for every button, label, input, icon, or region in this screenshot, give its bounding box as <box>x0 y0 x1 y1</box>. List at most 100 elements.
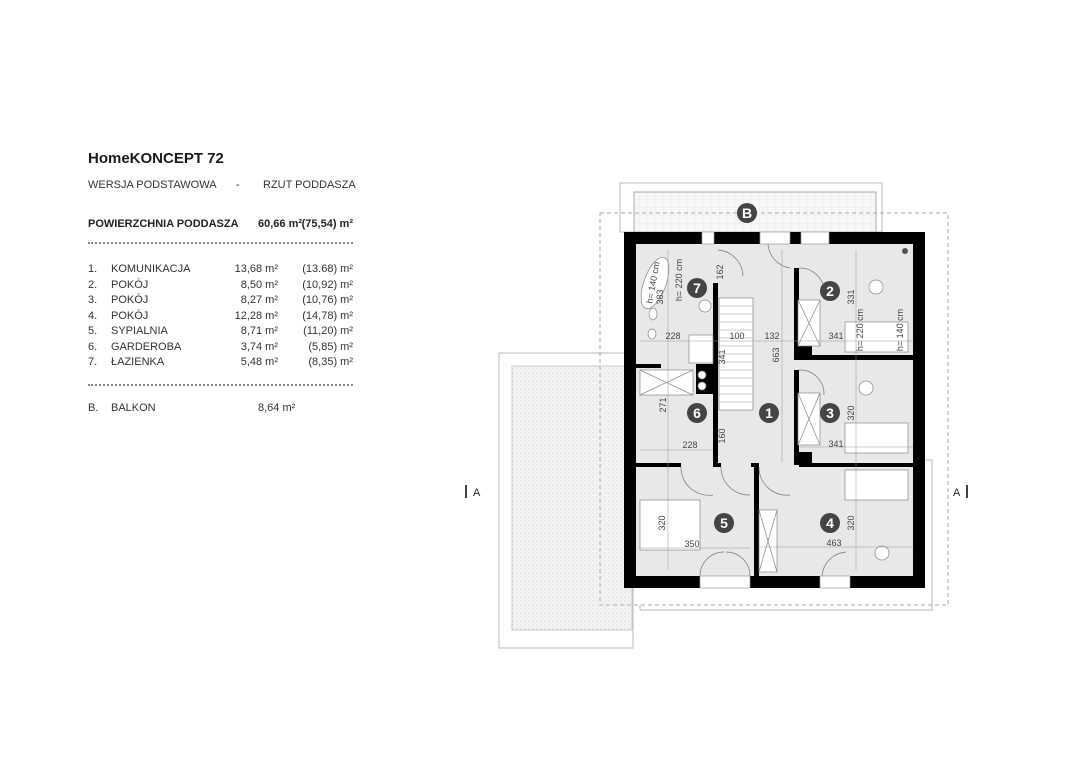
windows <box>699 231 851 589</box>
room-no: 3. <box>88 294 98 306</box>
section-marker-right: A <box>953 485 968 499</box>
height-note: h= 140 cm <box>895 309 905 351</box>
room-marker-2: 2 <box>820 281 840 301</box>
room-area-gross: (10,92) m² <box>302 278 353 291</box>
dim-label: 320 <box>846 405 856 420</box>
dim-label: 341 <box>717 349 727 364</box>
marker-text: 1 <box>765 405 773 421</box>
room-name: KOMUNIKACJA <box>111 263 191 275</box>
room-name: SYPIALNIA <box>111 325 168 337</box>
dim-label: 463 <box>826 538 841 548</box>
balcony-area: 8,64 m² <box>258 402 296 414</box>
marker-text: 4 <box>826 515 834 531</box>
room-area: 12,28 m² <box>234 309 278 322</box>
area-label: POWIERZCHNIA PODDASZA <box>88 218 239 230</box>
room-marker-4: 4 <box>820 513 840 533</box>
marker-text: 3 <box>826 405 834 421</box>
dim-label: 331 <box>846 289 856 304</box>
height-note: h= 220 cm <box>855 309 865 351</box>
section-label: A <box>473 487 481 499</box>
furniture <box>639 257 909 573</box>
room-area-gross: (8,35) m² <box>308 356 353 368</box>
area-gross: (75,54) m² <box>301 218 353 230</box>
dim-label: 320 <box>657 515 667 530</box>
room-name: ŁAZIENKA <box>111 356 165 368</box>
room-list: 1. KOMUNIKACJA 13,68 m² (13.68) m² 2. POKÓJ 8… <box>88 263 353 372</box>
dim-label: 663 <box>771 347 781 362</box>
dim-label: 341 <box>828 439 843 449</box>
room-marker-7: 7 <box>687 278 707 298</box>
room-row: 2. POKÓJ 8,50 m² (10,92) m² <box>88 279 353 295</box>
area-net: 60,66 m² <box>258 218 303 230</box>
room-area-gross: (11,20) m² <box>303 325 353 337</box>
room-no: 5. <box>88 325 98 337</box>
dimension-labels: 162 383 228 100 132 663 341 341 331 271 … <box>644 259 905 549</box>
marker-text: 2 <box>826 283 834 299</box>
room-no: 2. <box>88 278 98 291</box>
dim-label: 271 <box>658 397 668 412</box>
room-row: 3. POKÓJ 8,27 m² (10,76) m² <box>88 294 353 310</box>
room-no: 4. <box>88 309 98 322</box>
room-no: 6. <box>88 340 98 353</box>
room-area: 13,68 m² <box>234 263 278 275</box>
marker-text: 6 <box>693 405 701 421</box>
roof-outline <box>599 212 949 606</box>
marker-text: B <box>742 205 752 221</box>
dim-label: 320 <box>846 515 856 530</box>
room-row: 7. ŁAZIENKA 5,48 m² (8,35) m² <box>88 356 353 372</box>
marker-text: 5 <box>720 515 728 531</box>
room-marker-6: 6 <box>687 403 707 423</box>
divider <box>88 242 353 244</box>
room-name: POKÓJ <box>111 278 149 291</box>
room-marker-1: 1 <box>759 403 779 423</box>
section-marker-left: A <box>465 485 481 499</box>
room-marker-5: 5 <box>714 513 734 533</box>
door-swings <box>680 243 847 577</box>
room-marker-b: B <box>737 203 757 223</box>
room-name: POKÓJ <box>111 294 149 306</box>
room-markers: 1 2 3 4 5 6 7 B <box>687 203 840 533</box>
terrace-floor <box>511 365 633 631</box>
room-area: 5,48 m² <box>240 356 278 368</box>
room-area: 3,74 m² <box>240 340 278 353</box>
dim-label: 341 <box>828 331 843 341</box>
room-area: 8,27 m² <box>240 294 278 306</box>
dimension-lines <box>640 250 913 570</box>
room-row: 5. SYPIALNIA 8,71 m² (11,20) m² <box>88 325 353 341</box>
section-label: A <box>953 487 961 499</box>
balcony-name: BALKON <box>111 402 156 414</box>
view-label: RZUT PODDASZA <box>263 179 356 191</box>
dim-label: 162 <box>715 264 725 279</box>
room-area-gross: (5,85) m² <box>308 340 353 353</box>
room-name: GARDEROBA <box>111 340 182 353</box>
dim-label: 132 <box>764 331 779 341</box>
height-note: h= 220 cm <box>674 259 684 301</box>
dim-label: 228 <box>665 331 680 341</box>
dim-label: 383 <box>655 289 665 304</box>
room-row: 4. POKÓJ 12,28 m² (14,78) m² <box>88 310 353 326</box>
room-row: 1. KOMUNIKACJA 13,68 m² (13.68) m² <box>88 263 353 279</box>
room-no: 7. <box>88 356 98 368</box>
staircase <box>718 297 754 411</box>
room-area: 8,50 m² <box>240 278 278 291</box>
version-label: WERSJA PODSTAWOWA <box>88 179 217 191</box>
room-marker-3: 3 <box>820 403 840 423</box>
room-area: 8,71 m² <box>240 325 278 337</box>
room-row: 6. GARDEROBA 3,74 m² (5,85) m² <box>88 341 353 357</box>
room-area-gross: (13.68) m² <box>302 263 353 275</box>
project-title: HomeKONCEPT 72 <box>88 150 224 167</box>
room-area-gross: (10,76) m² <box>302 294 353 306</box>
room-area-gross: (14,78) m² <box>302 309 353 322</box>
dim-label: 350 <box>684 539 699 549</box>
divider <box>88 384 353 386</box>
roof-edge <box>639 459 933 611</box>
dim-label: 160 <box>717 428 727 443</box>
room-name: POKÓJ <box>111 309 149 322</box>
marker-text: 7 <box>693 280 701 296</box>
dim-label: 228 <box>682 440 697 450</box>
dim-label: 100 <box>729 331 744 341</box>
room-no: 1. <box>88 263 98 275</box>
